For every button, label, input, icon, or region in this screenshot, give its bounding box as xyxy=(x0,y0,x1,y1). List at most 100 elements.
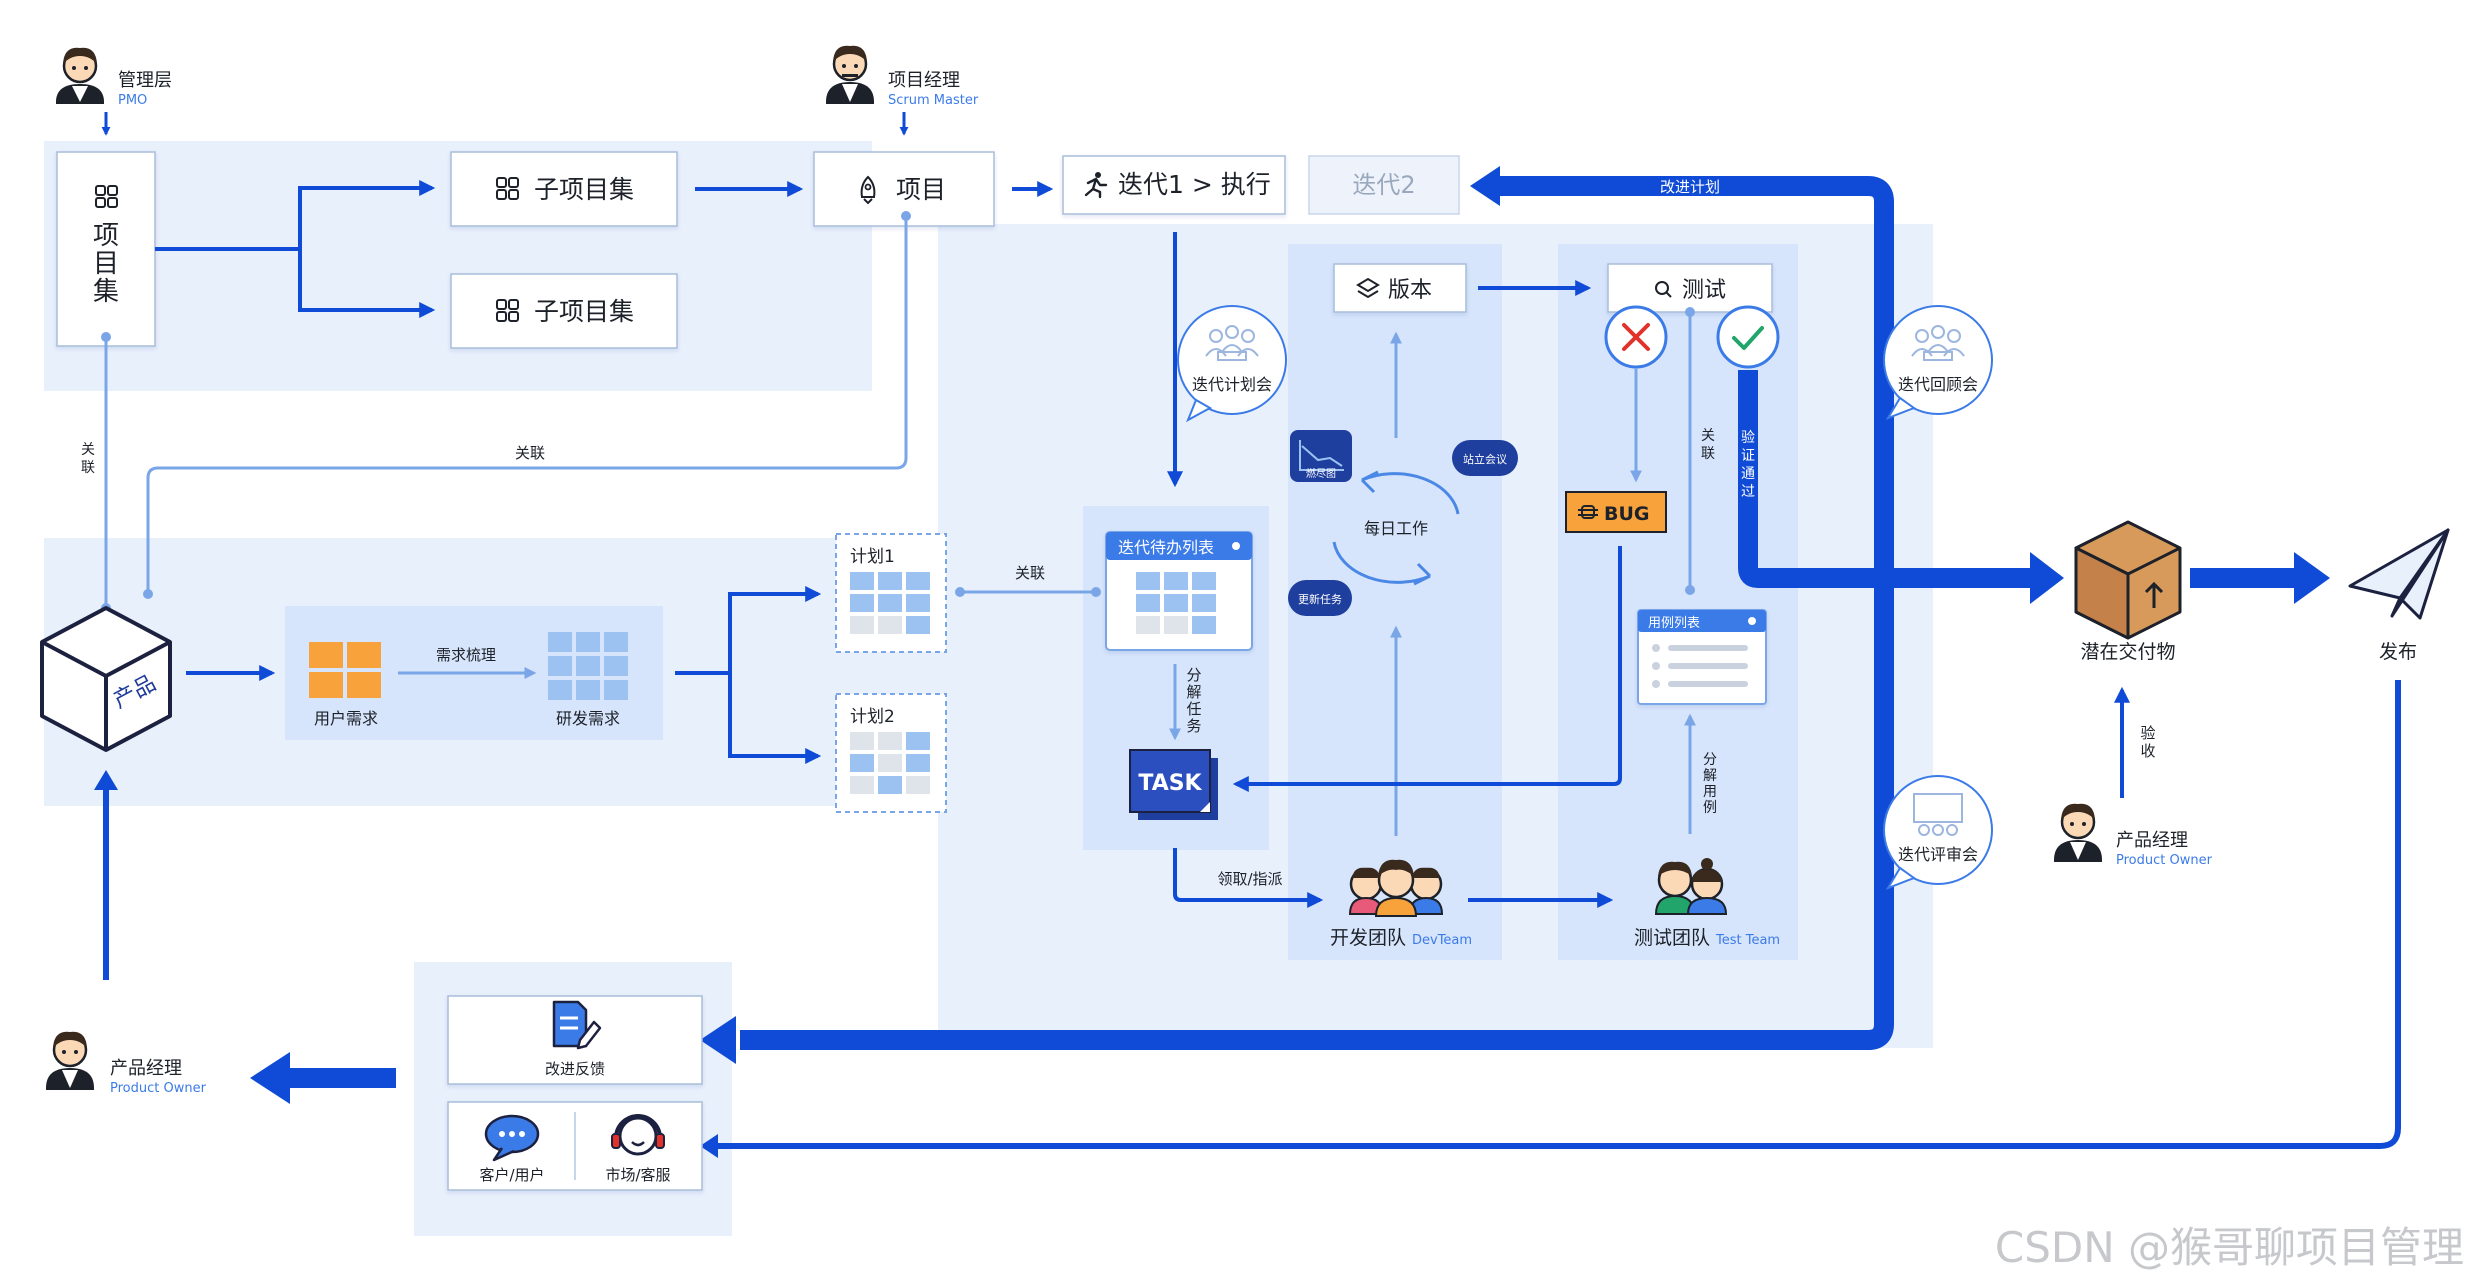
portfolio-char-1: 项 xyxy=(93,221,119,251)
user-req-label: 用户需求 xyxy=(314,709,378,728)
project-label: 项目 xyxy=(896,175,946,204)
release-feedback-loop xyxy=(716,680,2401,1149)
sprint2-box[interactable]: 迭代2 xyxy=(1308,155,1460,215)
backlog-card[interactable] xyxy=(1105,531,1253,651)
test-team-label: 测试团队 xyxy=(1634,927,1710,949)
management-subtitle: PMO xyxy=(118,93,147,108)
daily-label: 每日工作 xyxy=(1364,519,1428,538)
version-box[interactable] xyxy=(1333,263,1467,313)
product-owner-right-subtitle: Product Owner xyxy=(2116,853,2213,868)
sprint2-label: 迭代2 xyxy=(1352,171,1415,199)
bug-label: BUG xyxy=(1604,503,1650,525)
decompose-case-char-4: 例 xyxy=(1703,800,1717,816)
arrow-release-head xyxy=(2294,552,2330,604)
daily-cycle-icon xyxy=(1332,470,1460,586)
test-team-en-label: Test Team xyxy=(1715,933,1780,948)
watermark: CSDN @猴哥聊项目管理 xyxy=(1995,1223,2464,1272)
product-cube-icon[interactable] xyxy=(40,606,172,752)
package-box-icon[interactable] xyxy=(2074,520,2182,640)
dev-req-grid-icon xyxy=(548,632,628,700)
improve-plan-label: 改进计划 xyxy=(1660,178,1720,196)
burndown-chip[interactable] xyxy=(1290,430,1352,482)
sprint1-box[interactable]: 迭代1 > 执行 xyxy=(1062,155,1286,215)
task-label: TASK xyxy=(1138,771,1202,796)
arrow-po-to-product-head xyxy=(94,770,118,790)
relate-vertical-char-1: 关 xyxy=(81,442,95,458)
release-feedback-head xyxy=(700,1134,718,1158)
test-box[interactable] xyxy=(1607,263,1773,313)
avatar-product-owner-right xyxy=(2054,803,2102,862)
sprint-head-panel xyxy=(938,224,1138,294)
fail-cross-icon xyxy=(1604,305,1668,369)
portfolio-char-3: 集 xyxy=(93,277,119,307)
arrow-to-plan1 xyxy=(728,586,822,673)
task-card[interactable] xyxy=(1129,749,1218,820)
meeting-people-icon xyxy=(1205,325,1259,361)
improvement-loop xyxy=(740,176,1894,1050)
avatar-product-owner-left xyxy=(46,1031,94,1090)
standup-chip[interactable] xyxy=(1452,440,1518,476)
grooming-label: 需求梳理 xyxy=(436,646,496,664)
feedback-card[interactable] xyxy=(447,995,703,1085)
headset-icon xyxy=(611,1114,665,1156)
arrow-to-subproject-1 xyxy=(298,180,436,249)
subproject-1-label: 子项目集 xyxy=(534,175,634,204)
grid-icon xyxy=(496,177,519,200)
standup-label: 站立会议 xyxy=(1463,452,1507,466)
layers-icon xyxy=(1356,277,1380,299)
chat-bubble-icon xyxy=(484,1114,540,1162)
arrow-to-plan2 xyxy=(728,673,822,764)
verified-char-4: 过 xyxy=(1741,484,1755,500)
arrow-to-subproject-2 xyxy=(298,249,436,318)
meeting-people-icon xyxy=(1911,325,1965,361)
verified-char-2: 证 xyxy=(1741,448,1755,464)
paper-plane-icon[interactable] xyxy=(2348,528,2450,620)
plan2-card[interactable] xyxy=(835,693,947,813)
portfolio-char-2: 目 xyxy=(93,249,119,279)
decompose-case-char-2: 解 xyxy=(1703,768,1717,784)
relate-plan-label: 关联 xyxy=(1015,564,1045,582)
subproject-box-1[interactable]: 子项目集 xyxy=(450,151,678,227)
dev-team-en-label: DevTeam xyxy=(1412,933,1472,948)
subproject-box-2[interactable]: 子项目集 xyxy=(450,273,678,349)
retro-meeting-bubble[interactable] xyxy=(1883,305,1993,420)
claim-label: 领取/指派 xyxy=(1217,870,1282,888)
case-list-card[interactable] xyxy=(1637,609,1767,705)
presentation-icon xyxy=(1913,793,1963,836)
retro-meeting-label: 迭代回顾会 xyxy=(1898,375,1978,394)
review-meeting-label: 迭代评审会 xyxy=(1898,845,1978,864)
decompose-char-3: 任 xyxy=(1186,700,1201,718)
decompose-char-4: 务 xyxy=(1186,717,1201,735)
sprint1-label: 迭代1 > 执行 xyxy=(1118,170,1271,199)
review-meeting-bubble[interactable] xyxy=(1883,775,1993,890)
project-box[interactable]: 项目 xyxy=(813,151,995,227)
acceptance-char-1: 验 xyxy=(2140,724,2155,742)
project-manager-subtitle: Scrum Master xyxy=(888,93,979,108)
decompose-char-1: 分 xyxy=(1186,666,1201,684)
management-title: 管理层 xyxy=(118,70,172,91)
bug-icon xyxy=(1578,505,1598,519)
relate-vertical-char-2: 联 xyxy=(81,460,95,476)
verified-path xyxy=(1738,370,2036,588)
arrow-claim xyxy=(1173,848,1324,908)
dev-team-avatars xyxy=(1348,859,1444,917)
update-task-chip[interactable] xyxy=(1288,580,1352,616)
verified-char-1: 验 xyxy=(1741,430,1755,446)
running-icon xyxy=(1084,172,1108,199)
test-label: 测试 xyxy=(1682,278,1726,303)
portfolio-box[interactable]: 项 目 集 xyxy=(56,151,156,347)
rocket-icon xyxy=(860,175,876,205)
plan2-label: 计划2 xyxy=(850,707,895,727)
subproject-2-label: 子项目集 xyxy=(534,297,634,326)
planning-meeting-bubble[interactable] xyxy=(1177,281,1329,423)
search-icon xyxy=(1655,281,1672,298)
arrow-bug-to-task xyxy=(1232,546,1622,792)
dev-team-label: 开发团队 xyxy=(1330,927,1406,949)
bug-chip[interactable] xyxy=(1565,491,1667,533)
channels-card[interactable] xyxy=(447,1101,703,1191)
plan1-card[interactable] xyxy=(835,533,947,653)
pass-check-icon xyxy=(1716,305,1780,369)
update-task-label: 更新任务 xyxy=(1298,592,1342,606)
document-edit-icon xyxy=(552,1000,602,1050)
